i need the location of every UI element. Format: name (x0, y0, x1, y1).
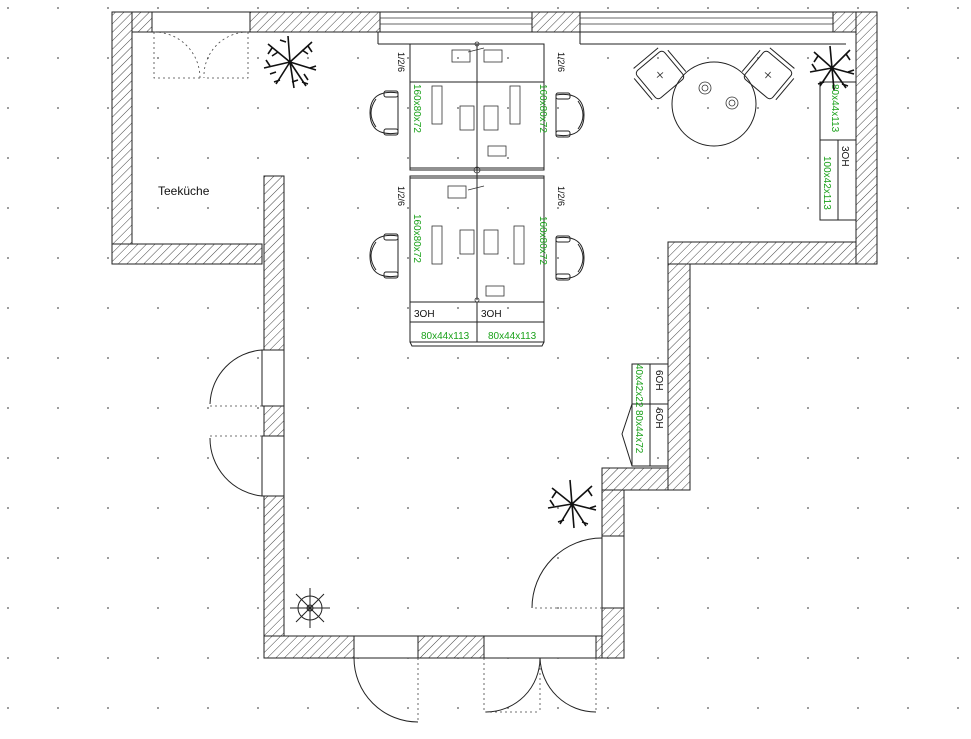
desk-dim-3: 160x80x72 (411, 214, 422, 263)
desk-chairs (369, 90, 585, 281)
round-table (671, 61, 757, 147)
plant-middle (547, 479, 597, 529)
wheel-icon (290, 588, 330, 628)
shelf-code-1: 6OH (653, 370, 664, 391)
desk-dim-1: 160x80x72 (411, 84, 422, 133)
bottom-door-right[interactable] (483, 635, 597, 713)
cabinet-code-2: 3OH (481, 309, 502, 320)
shelf-dim-1: 40x42x22 (633, 364, 644, 408)
cabinet-code-1: 3OH (414, 309, 435, 320)
desk-cluster (409, 41, 545, 347)
shelf-code-2: 6OH (653, 408, 664, 429)
right-cabinet-dim-bottom: 100x42x113 (821, 156, 832, 210)
grid-mark-3: 1/2/6 (396, 186, 406, 206)
lounge-chair-left (633, 47, 687, 101)
room-label-teekueche: Teeküche (158, 184, 210, 198)
desk-dim-4: 160x80x72 (537, 216, 548, 265)
cabinet-dim-1: 80x44x113 (421, 331, 470, 342)
walls (111, 11, 878, 659)
grid-mark-2: 1/2/6 (556, 52, 566, 72)
plant-top-left (263, 35, 317, 89)
right-cabinet (819, 81, 857, 221)
right-door[interactable] (531, 535, 625, 609)
kitchen-door[interactable] (151, 11, 251, 79)
bottom-door-left[interactable] (353, 635, 419, 723)
cabinet-dim-2: 80x44x113 (488, 331, 537, 342)
left-door-upper[interactable] (209, 349, 285, 407)
shelf-dim-2: 80x44x72 (633, 410, 644, 454)
right-cabinet-code: 3OH (839, 146, 850, 167)
grid-mark-1: 1/2/6 (396, 52, 406, 72)
right-cabinet-dim-top: 80x44x113 (829, 84, 840, 133)
desk-dim-2: 160x80x72 (537, 84, 548, 133)
plant-top-right (809, 45, 855, 91)
wall-shelves (621, 363, 669, 467)
grid-mark-4: 1/2/6 (556, 186, 566, 206)
lounge-chair-right (741, 47, 795, 101)
left-door-lower[interactable] (209, 435, 285, 497)
top-windows (377, 11, 846, 45)
